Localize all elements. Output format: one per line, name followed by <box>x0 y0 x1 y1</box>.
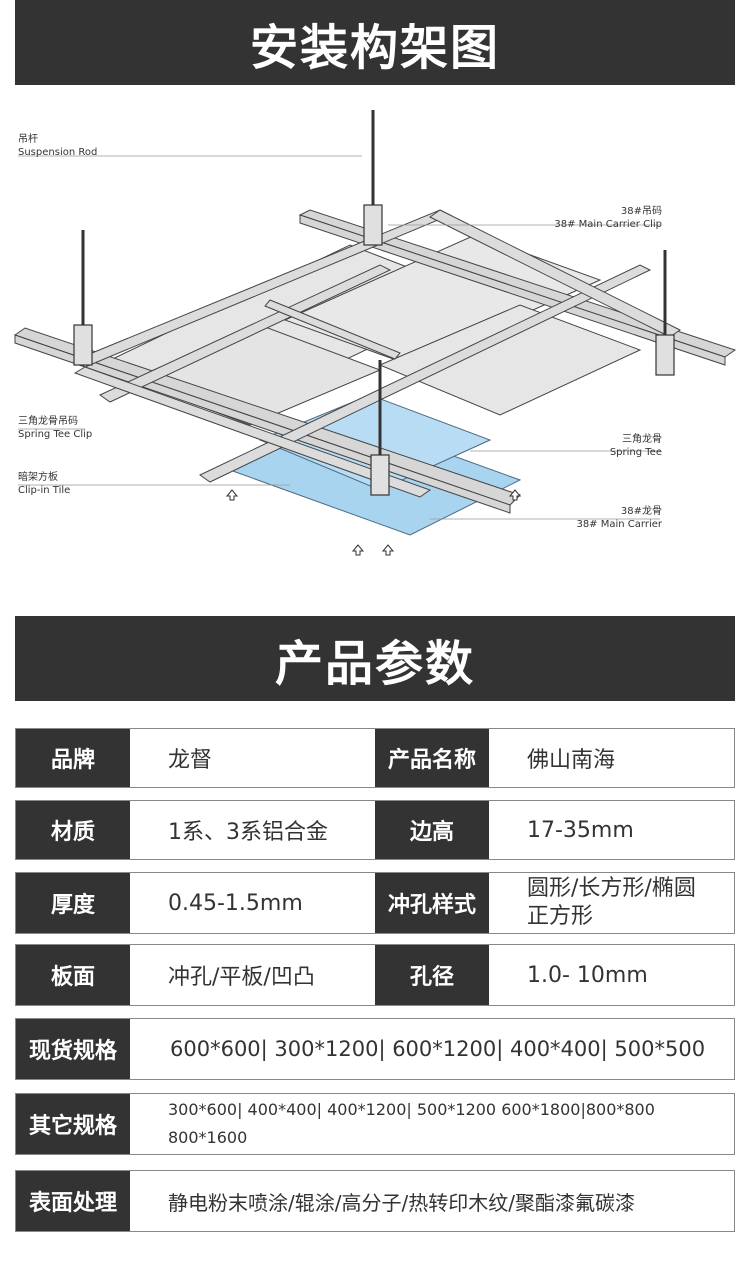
other-spec-label: 其它规格 <box>16 1094 130 1154</box>
spring-tee-clip-label: 三角龙骨吊码 Spring Tee Clip <box>18 416 93 440</box>
punch-style-line1: 圆形/长方形/椭圆 <box>527 876 696 901</box>
surface-type-value: 冲孔/平板/凹凸 <box>168 965 315 990</box>
clip-in-tile-label: 暗架方板 Clip-in Tile <box>18 472 71 496</box>
param-row-material: 材质 1系、3系铝合金 边高 17-35mm <box>15 800 735 860</box>
punch-style-value: 圆形/长方形/椭圆 正方形 <box>489 873 734 933</box>
material-label: 材质 <box>16 801 130 859</box>
product-name-value: 佛山南海 <box>527 748 616 773</box>
finish-value: 静电粉末喷涂/辊涂/高分子/热转印木纹/聚酯漆氟碳漆 <box>168 1190 635 1215</box>
ceiling-frame-illustration <box>13 110 737 556</box>
other-spec-line1: 300*600| 400*400| 400*1200| 500*1200 600… <box>168 1100 655 1119</box>
edge-height-value: 17-35mm <box>527 817 634 843</box>
hole-diameter-label: 孔径 <box>375 945 489 1005</box>
other-spec-value: 300*600| 400*400| 400*1200| 500*1200 600… <box>130 1094 734 1154</box>
param-row-thickness: 厚度 0.45-1.5mm 冲孔样式 圆形/长方形/椭圆 正方形 <box>15 872 735 934</box>
edge-height-label: 边高 <box>375 801 489 859</box>
installation-diagram-title: 安装构架图 <box>15 0 735 85</box>
thickness-label: 厚度 <box>16 873 130 933</box>
param-row-brand: 品牌 龙督 产品名称 佛山南海 <box>15 728 735 788</box>
finish-label: 表面处理 <box>16 1171 130 1231</box>
surface-type-label: 板面 <box>16 945 130 1005</box>
product-name-label: 产品名称 <box>375 729 489 787</box>
hole-diameter-value: 1.0- 10mm <box>527 962 648 988</box>
thickness-value: 0.45-1.5mm <box>168 890 303 916</box>
brand-label: 品牌 <box>16 729 130 787</box>
main-carrier-label: 38#龙骨 38# Main Carrier <box>576 506 662 530</box>
stock-spec-label: 现货规格 <box>16 1019 130 1079</box>
material-value: 1系、3系铝合金 <box>168 820 328 845</box>
product-params-title: 产品参数 <box>15 616 735 701</box>
suspension-rod-label: 吊杆 Suspension Rod <box>18 134 98 158</box>
param-row-finish: 表面处理 静电粉末喷涂/辊涂/高分子/热转印木纹/聚酯漆氟碳漆 <box>15 1170 735 1232</box>
installation-diagram: 吊杆 Suspension Rod 38#吊码 38# Main Carrier… <box>0 95 750 565</box>
param-row-surface: 板面 冲孔/平板/凹凸 孔径 1.0- 10mm <box>15 944 735 1006</box>
punch-style-label: 冲孔样式 <box>375 873 489 933</box>
other-spec-line2: 800*1600 <box>168 1128 248 1147</box>
main-carrier-clip-label: 38#吊码 38# Main Carrier Clip <box>554 206 662 230</box>
spring-tee-label: 三角龙骨 Spring Tee <box>609 434 662 458</box>
param-row-other-spec: 其它规格 300*600| 400*400| 400*1200| 500*120… <box>15 1093 735 1155</box>
param-row-stock-spec: 现货规格 600*600| 300*1200| 600*1200| 400*40… <box>15 1018 735 1080</box>
brand-value: 龙督 <box>168 748 213 773</box>
stock-spec-value: 600*600| 300*1200| 600*1200| 400*400| 50… <box>170 1037 706 1061</box>
punch-style-line2: 正方形 <box>527 904 594 929</box>
